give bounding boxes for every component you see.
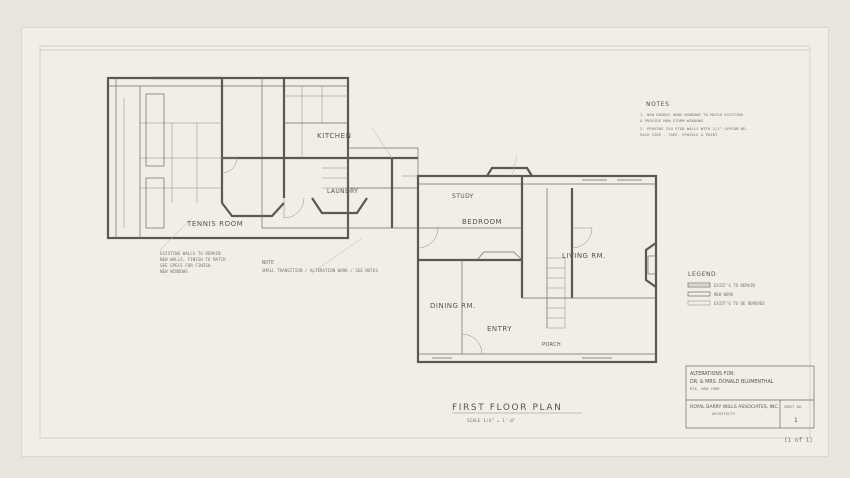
svg-text:DR. & MRS. DONALD BLUMENTHAL: DR. & MRS. DONALD BLUMENTHAL <box>690 379 774 385</box>
svg-text:1: 1 <box>794 417 798 424</box>
leader-lines <box>159 127 518 274</box>
room-label-kitchen: KITCHEN <box>317 132 352 140</box>
svg-text:& PROVIDE NEW STORM WINDOWS: & PROVIDE NEW STORM WINDOWS <box>640 118 704 123</box>
svg-text:EXIST'G TO BE REMOVED: EXIST'G TO BE REMOVED <box>714 301 765 306</box>
title-block: ALTERATIONS FOR: DR. & MRS. DONALD BLUME… <box>685 365 815 429</box>
svg-text:SEE SPECS FOR FINISH: SEE SPECS FOR FINISH <box>160 263 211 268</box>
svg-text:1. NEW DOUBLE HUNG WINDOWS TO: 1. NEW DOUBLE HUNG WINDOWS TO MATCH EXIS… <box>640 112 744 117</box>
room-label-entry: ENTRY <box>487 325 512 333</box>
svg-text:NEW WALLS, FINISH TO MATCH: NEW WALLS, FINISH TO MATCH <box>160 257 226 262</box>
svg-text:NEW WORK: NEW WORK <box>714 292 734 297</box>
svg-text:RYE, NEW YORK: RYE, NEW YORK <box>690 386 720 391</box>
room-label-laundry: LAUNDRY <box>327 188 358 195</box>
svg-text:ARCHITECTS: ARCHITECTS <box>712 411 736 416</box>
svg-text:EXISTING WALLS TO REMAIN: EXISTING WALLS TO REMAIN <box>160 251 221 256</box>
svg-text:SHEET NO.: SHEET NO. <box>784 405 803 409</box>
legend: LEGEND EXIST'G TO REMAIN NEW WORK EXIST'… <box>687 271 765 306</box>
floor-plan-drawing: TENNIS ROOM KITCHEN LAUNDRY STUDY BEDROO… <box>39 45 815 444</box>
main-house-plan <box>416 166 658 364</box>
room-label-dining: DINING RM. <box>430 302 476 310</box>
svg-text:NOTE: NOTE <box>262 260 274 266</box>
svg-text:LEGEND: LEGEND <box>688 271 716 278</box>
svg-text:EXIST'G TO REMAIN: EXIST'G TO REMAIN <box>714 283 756 288</box>
svg-text:NOTES: NOTES <box>646 101 669 108</box>
drawing-sheet: TENNIS ROOM KITCHEN LAUNDRY STUDY BEDROO… <box>22 28 828 456</box>
svg-text:2. PROVIDE 2X4 STUD WALLS WITH: 2. PROVIDE 2X4 STUD WALLS WITH 1/2" GYPS… <box>640 126 748 131</box>
svg-text:ROYAL BARRY WILLS ASSOCIATES,: ROYAL BARRY WILLS ASSOCIATES, INC. <box>690 404 779 410</box>
left-wing-plan <box>106 76 350 240</box>
svg-text:EACH SIDE - TAPE, SPACKLE & PA: EACH SIDE - TAPE, SPACKLE & PAINT <box>640 132 718 137</box>
legend-swatch-removed <box>687 300 711 306</box>
sheet-border <box>39 45 811 439</box>
svg-text:NEW WINDOWS: NEW WINDOWS <box>160 269 188 274</box>
legend-swatch-new <box>687 291 711 297</box>
drawing-scale: SCALE 1/4" = 1'-0" <box>467 418 516 424</box>
corner-tag: (1 of 1) <box>784 437 813 444</box>
connector-plan <box>311 147 419 229</box>
svg-text:SMALL TRANSITION / ALTERATION: SMALL TRANSITION / ALTERATION WORK / SEE… <box>262 268 378 273</box>
drawing-title: FIRST FLOOR PLAN <box>452 403 562 413</box>
svg-text:ALTERATIONS FOR:: ALTERATIONS FOR: <box>690 371 735 377</box>
room-label-living: LIVING RM. <box>562 252 606 260</box>
left-note: EXISTING WALLS TO REMAIN NEW WALLS, FINI… <box>160 251 226 274</box>
room-label-study: STUDY <box>452 193 474 200</box>
general-notes: NOTES 1. NEW DOUBLE HUNG WINDOWS TO MATC… <box>640 101 748 137</box>
center-note: NOTE SMALL TRANSITION / ALTERATION WORK … <box>262 260 378 273</box>
room-label-tennis: TENNIS ROOM <box>186 220 243 228</box>
room-label-porch: PORCH <box>542 342 561 348</box>
room-label-bedroom: BEDROOM <box>462 218 502 226</box>
